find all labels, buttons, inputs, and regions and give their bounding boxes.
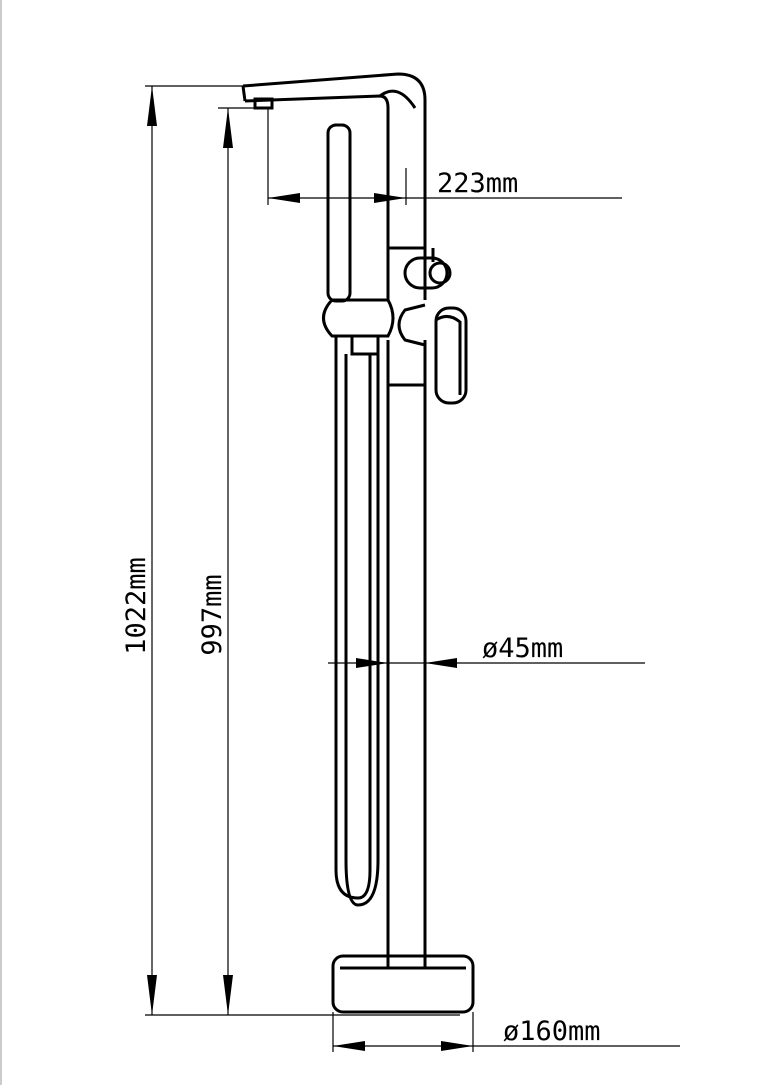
spout-lip [379,89,417,109]
floor-base [331,954,475,1014]
arrow-reach-right [374,193,406,203]
mixer-lever [434,306,468,405]
mixer-housing [397,303,426,347]
arrow-pipe-left [356,658,388,668]
dimension-lines [145,85,680,1052]
arrow-reach-left [268,193,300,203]
label-base-diameter: ø160mm [503,1016,601,1047]
diverter-body [403,256,449,290]
arrow-pipe-right [425,658,457,668]
diverter-knob [428,261,452,285]
arrowheads [147,86,473,1051]
holder-clip [350,334,380,356]
hose-outer [344,354,380,907]
arrow-outlet-bottom [223,975,233,1015]
arrow-base-right [441,1041,473,1051]
label-total-height: 1022mm [121,557,152,655]
holder-bracket [322,298,395,338]
hand-shower [326,123,352,303]
label-spout-reach: 223mm [437,168,518,199]
arrow-total-bottom [147,975,157,1015]
spout-arm [242,72,427,248]
arrow-base-left [333,1041,365,1051]
mixer-lever-face [435,315,462,395]
arrow-outlet-top [223,108,233,148]
hose-inner [334,336,372,900]
label-outlet-height: 997mm [197,574,228,655]
aerator [253,97,274,110]
label-pipe-diameter: ø45mm [482,633,563,664]
spout-arm-underside [244,94,390,248]
arrow-total-top [147,86,157,126]
spout-front [241,85,247,102]
faucet-outline [241,72,475,1014]
